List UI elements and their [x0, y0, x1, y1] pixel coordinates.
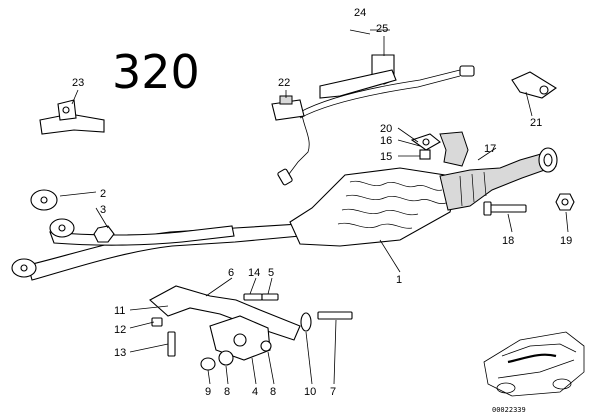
callout-11: 11	[114, 305, 125, 317]
callout-23: 23	[72, 77, 84, 89]
nut-part-3[interactable]	[93, 225, 115, 243]
callout-8-right: 8	[270, 386, 276, 398]
callout-16: 16	[380, 135, 392, 147]
hanger-part-22[interactable]	[271, 95, 305, 121]
callout-25: 25	[376, 23, 388, 35]
mount-parts-15-16-20[interactable]	[410, 131, 469, 167]
callout-12: 12	[114, 324, 126, 336]
callout-13: 13	[114, 347, 126, 359]
callout-3: 3	[100, 204, 106, 216]
callout-20: 20	[380, 123, 392, 135]
callout-4: 4	[252, 386, 258, 398]
bolt-part-18[interactable]	[483, 201, 527, 216]
nut-part-19[interactable]	[555, 193, 575, 211]
image-code: 00022339	[492, 406, 526, 414]
exhaust-system-part-1[interactable]	[11, 147, 558, 281]
callout-10: 10	[304, 386, 316, 398]
callout-6: 6	[228, 267, 234, 279]
car-location-thumbnail: 00022339	[483, 331, 585, 414]
callout-17: 17	[484, 143, 496, 155]
callout-5: 5	[268, 267, 274, 279]
callout-19: 19	[560, 235, 572, 247]
callout-18: 18	[502, 235, 514, 247]
callout-9: 9	[205, 386, 211, 398]
callout-8-left: 8	[224, 386, 230, 398]
callout-7: 7	[330, 386, 336, 398]
callout-15: 15	[380, 151, 392, 163]
clip-part-25[interactable]	[319, 54, 397, 99]
bracket-part-23[interactable]	[39, 99, 105, 135]
callout-1: 1	[396, 274, 402, 286]
model-label: 320	[112, 45, 200, 99]
callout-2: 2	[100, 188, 106, 200]
callout-14: 14	[248, 267, 260, 279]
callout-24: 24	[354, 7, 366, 19]
callout-22: 22	[278, 77, 290, 89]
leader-lines	[59, 29, 569, 385]
callout-21: 21	[530, 117, 542, 129]
callout-labels: 2 3 1 6 14 5 11 12 13 9 8 4 8 10 7 23 22…	[72, 7, 572, 398]
bracket-assembly-parts-4-14[interactable]	[149, 285, 353, 371]
oxygen-sensor-cable[interactable]	[277, 65, 475, 186]
bracket-part-21[interactable]	[511, 71, 557, 99]
